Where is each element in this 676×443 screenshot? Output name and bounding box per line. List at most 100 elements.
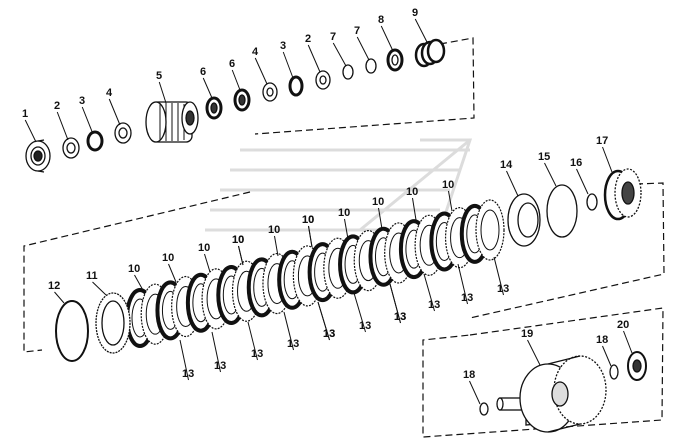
- callout-c7a: 7: [330, 31, 336, 43]
- callout-c1: 1: [22, 108, 28, 120]
- middle-left-parts: [55, 292, 131, 362]
- callout-c10a: 10: [128, 263, 140, 275]
- callout-c10c: 10: [198, 242, 210, 254]
- callout-c10k: 10: [232, 234, 244, 246]
- part-11-pressure-plate: [95, 292, 131, 354]
- leader-c10h: [378, 207, 383, 230]
- callout-c13a: 13: [182, 368, 194, 380]
- group-frames: [23, 37, 665, 438]
- callout-c10b: 10: [162, 252, 174, 264]
- callout-c13d: 13: [287, 338, 299, 350]
- lower-parts: [479, 351, 647, 433]
- part-2-washer-b: [315, 70, 331, 90]
- callout-c19: 19: [521, 328, 533, 340]
- leader-c2b: [307, 44, 321, 73]
- leader-c4b: [254, 57, 268, 85]
- callout-c13i: 13: [461, 292, 473, 304]
- part-2-washer: [62, 137, 80, 159]
- upper-parts: [25, 38, 446, 173]
- part-12-snap-ring: [55, 300, 89, 362]
- leader-c5: [158, 81, 167, 104]
- callout-c13l: 13: [394, 311, 406, 323]
- callout-c2a: 2: [54, 100, 60, 112]
- frame-lower: [422, 307, 664, 438]
- part-3-ring: [86, 130, 104, 152]
- leader-c13k: [317, 301, 330, 341]
- leader-c13h: [423, 273, 435, 312]
- callout-c7b: 7: [354, 25, 360, 37]
- callout-c9: 9: [412, 7, 418, 19]
- steel-plate: [475, 199, 505, 261]
- part-16-ring: [586, 193, 598, 211]
- callout-c12: 12: [48, 280, 60, 292]
- leader-c4a: [108, 98, 121, 126]
- callout-c13e: 13: [323, 328, 335, 340]
- frame-middle: [23, 191, 251, 353]
- callout-c13g: 13: [394, 311, 406, 323]
- part-4-washer-b: [262, 82, 278, 102]
- leader-c2a: [56, 111, 69, 141]
- callout-c3a: 3: [79, 95, 85, 107]
- callout-c18b: 18: [596, 334, 608, 346]
- callout-c13k: 13: [323, 328, 335, 340]
- callout-c13c: 13: [251, 348, 263, 360]
- callout-c16: 16: [570, 157, 582, 169]
- callout-c4b: 4: [252, 46, 259, 58]
- callout-c10h: 10: [372, 196, 384, 208]
- part-14-piston: [507, 193, 541, 247]
- part-20-bearing: [627, 351, 647, 381]
- part-18-ring-a: [479, 402, 489, 416]
- callout-c14: 14: [500, 159, 513, 171]
- callout-c20: 20: [617, 319, 629, 331]
- callout-c5: 5: [156, 70, 162, 82]
- callout-c10f: 10: [302, 214, 314, 226]
- leader-c1: [24, 119, 37, 143]
- leader-c10g: [344, 218, 349, 240]
- leader-c3a: [81, 106, 94, 135]
- leader-c10i: [412, 197, 417, 221]
- part-15-seal: [546, 184, 578, 238]
- callout-c10i: 10: [406, 186, 418, 198]
- part-7-ring-a: [342, 64, 354, 80]
- leader-c19: [527, 339, 541, 366]
- leader-c13j: [493, 256, 504, 296]
- clutch-pack: [125, 199, 505, 348]
- callout-c13f: 13: [359, 320, 371, 332]
- leader-c18a: [469, 380, 481, 405]
- callout-c10g: 10: [338, 207, 350, 219]
- leader-c10e: [274, 235, 279, 257]
- callout-c6b: 6: [229, 58, 235, 70]
- part-7-ring-b: [365, 58, 377, 74]
- part-5-gear: [145, 101, 199, 143]
- leader-c6a: [202, 77, 213, 99]
- leader-c9: [414, 18, 429, 45]
- part-8-seal: [386, 48, 404, 72]
- callout-c11: 11: [86, 270, 98, 282]
- part-9-seal-rings: [414, 38, 446, 68]
- leader-c10a: [134, 274, 145, 293]
- leader-c10c: [204, 253, 211, 273]
- callout-c17: 17: [596, 135, 608, 147]
- leader-c6b: [231, 69, 241, 91]
- part-6-bearing-b: [233, 88, 251, 112]
- leader-c20: [623, 330, 633, 354]
- middle-right-parts: [507, 168, 642, 247]
- leader-c10l: [308, 225, 313, 248]
- callout-c13b: 13: [214, 360, 226, 372]
- leader-c15: [544, 162, 557, 187]
- leader-c12: [54, 291, 65, 304]
- callout-c10l: 10: [302, 214, 314, 226]
- callout-c3b: 3: [280, 40, 286, 52]
- leader-c10j: [448, 190, 453, 212]
- callout-c15: 15: [538, 151, 550, 163]
- part-6-bearing-a: [205, 96, 223, 120]
- callout-c6a: 6: [200, 66, 206, 78]
- leader-c7a: [332, 42, 347, 67]
- leader-c8: [380, 25, 394, 52]
- leader-c13i: [457, 263, 468, 305]
- leader-c3b: [282, 51, 294, 79]
- leader-c18b: [602, 345, 612, 367]
- leader-c17: [602, 146, 613, 173]
- callout-c10d: 10: [232, 234, 244, 246]
